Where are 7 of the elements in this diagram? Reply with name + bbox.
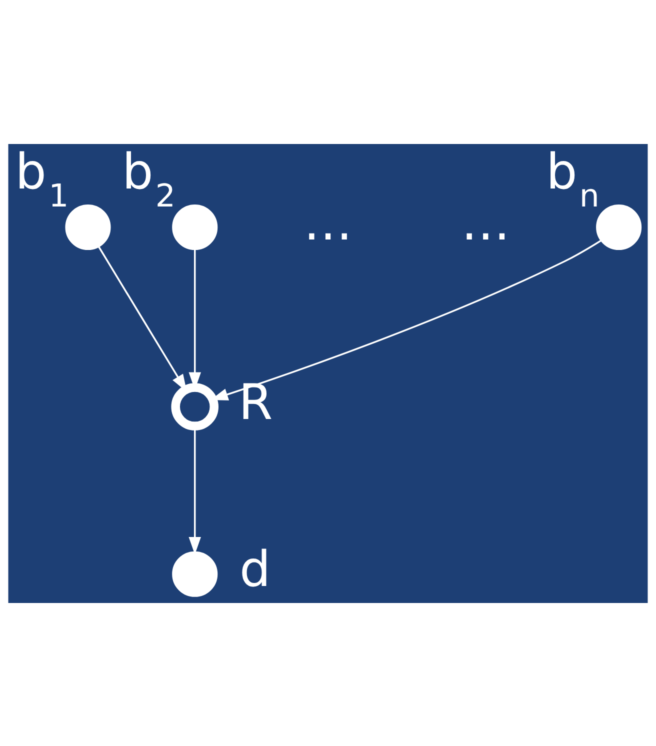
node-label: b$_{1}$ [15, 142, 69, 214]
label: … [461, 192, 510, 251]
node-label: d [240, 540, 271, 598]
node-label: R [238, 372, 273, 430]
node-label: b$_{n}$ [546, 142, 600, 214]
label: … [303, 192, 353, 251]
node-label: b$_{2}$ [122, 142, 176, 214]
